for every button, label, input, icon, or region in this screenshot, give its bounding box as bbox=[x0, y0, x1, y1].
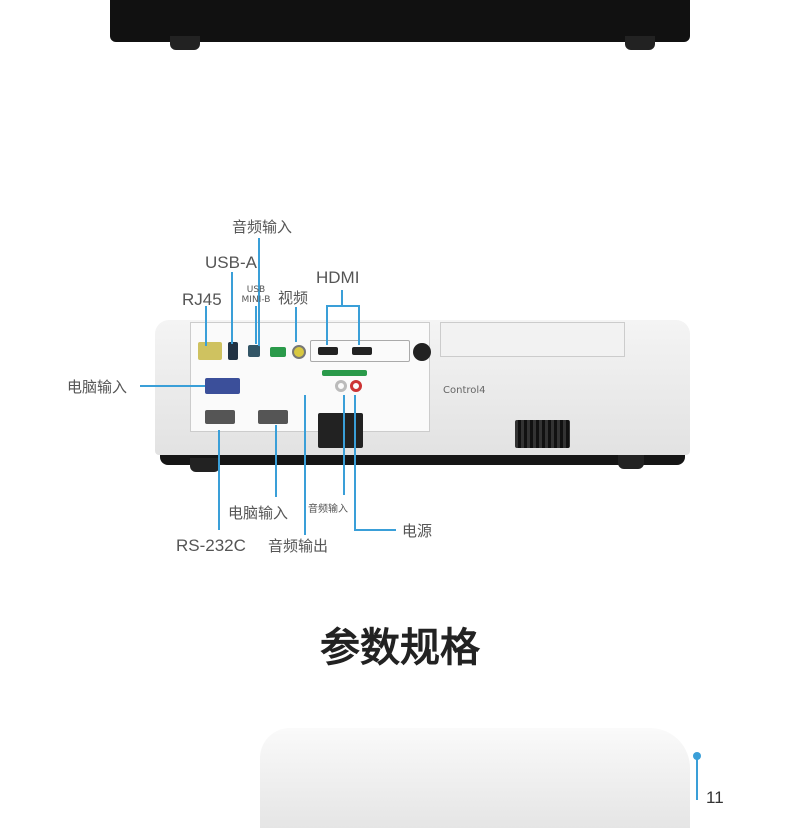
label-power: 电源 bbox=[402, 522, 433, 540]
control4-logo: Control4 bbox=[443, 385, 486, 396]
label-usb-a: USB-A bbox=[205, 253, 257, 272]
label-audio-in-bottom: 音频输入 bbox=[308, 504, 348, 515]
dimension-label: 11 bbox=[706, 788, 724, 807]
label-computer-in-bottom: 电脑输入 bbox=[228, 504, 289, 522]
label-hdmi: HDMI bbox=[316, 268, 360, 287]
projector-front-image bbox=[260, 728, 690, 828]
label-usb-mini-b: USB MINI-B bbox=[241, 285, 271, 305]
label-rs232c: RS-232C bbox=[176, 536, 246, 555]
section-title: 参数规格 bbox=[320, 625, 480, 671]
projector-foot bbox=[625, 36, 655, 50]
projector-top-image bbox=[110, 0, 690, 42]
projector-foot bbox=[170, 36, 200, 50]
label-rj45: RJ45 bbox=[182, 290, 222, 309]
label-computer-in-left: 电脑输入 bbox=[67, 378, 128, 396]
label-audio-out: 音频输出 bbox=[268, 537, 329, 555]
label-audio-in-top: 音频输入 bbox=[232, 218, 293, 236]
label-video: 视频 bbox=[278, 289, 309, 307]
